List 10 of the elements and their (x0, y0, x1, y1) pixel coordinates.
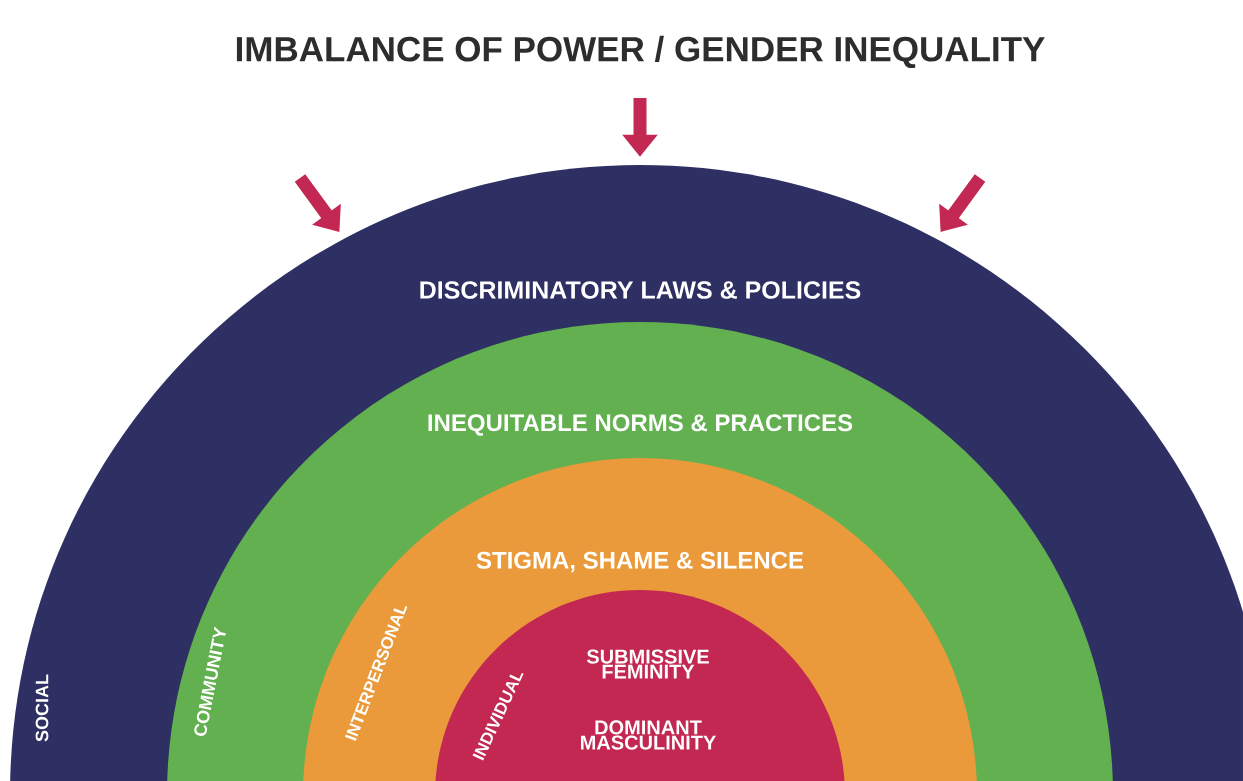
ring-label: SOCIAL (35, 674, 49, 742)
heading-text: IMBALANCE OF POWER / GENDER INEQUALITY (236, 35, 1045, 69)
ring-label: DOMINANT MASCULINITY (581, 720, 716, 750)
ring-label: DISCRIMINATORY LAWS & POLICIES (420, 281, 861, 299)
ring-label: INEQUITABLE NORMS & PRACTICES (428, 414, 853, 436)
ring-label: SUBMISSIVE FEMINITY (586, 649, 709, 679)
arrow (939, 174, 986, 232)
arrow (294, 174, 341, 232)
ring (435, 590, 845, 781)
ring-label: STIGMA, SHAME & SILENCE (476, 551, 804, 573)
